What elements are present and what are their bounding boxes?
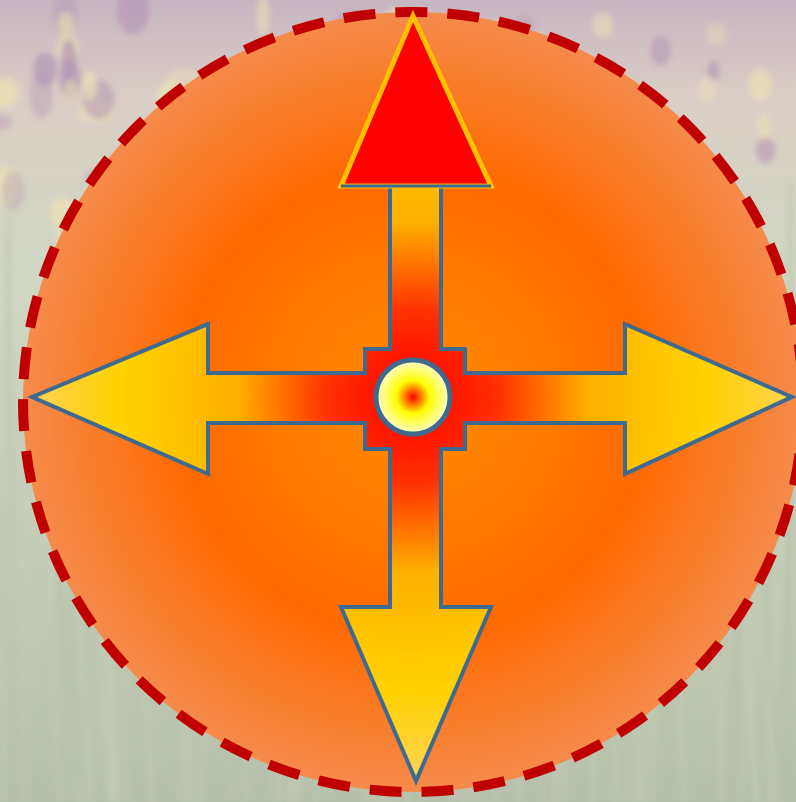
center-knob-icon — [376, 360, 450, 434]
